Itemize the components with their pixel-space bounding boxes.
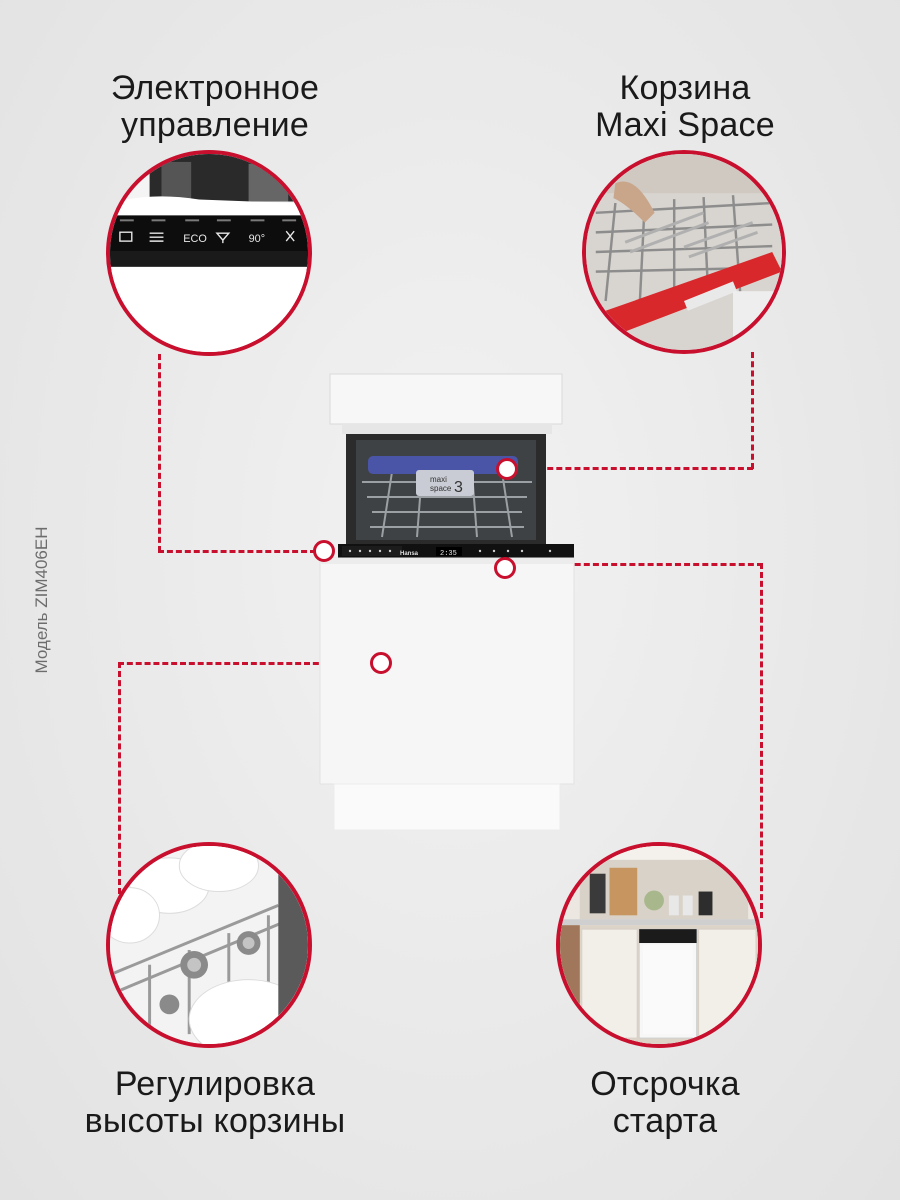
zoom-maxi-space-basket [582,150,786,354]
control-panel-closeup: ECO 90° [110,154,308,352]
caption-line: Регулировка [114,1065,316,1103]
caption-basket-height-adjust: Регулировка высоты корзины [40,1066,390,1140]
zoom-basket-height [106,842,312,1048]
panel-display: 2:35 [440,550,457,558]
caption-maxi-space-basket: Корзина Maxi Space [540,70,830,144]
connector-line [520,467,753,470]
connector-line [520,563,763,566]
caption-line: управление [121,106,309,144]
height-adjust-closeup [110,846,308,1044]
caption-line: Электронное [110,69,320,107]
connector-line [760,563,763,918]
brand-logo: Hansa [400,551,419,557]
kitchen-closeup [560,846,758,1044]
caption-electronic-control: Электронное управление [60,70,370,144]
connector-line [158,550,316,553]
hotspot-basket-height[interactable] [370,652,392,674]
basket-badge-text: maxi [430,475,447,484]
eco-label: ECO [183,233,207,245]
dishwasher-image: maxi space 3 Hansa 2:35 [312,372,582,842]
hotspot-basket[interactable] [496,458,518,480]
caption-line: старта [612,1102,718,1140]
caption-line: Maxi Space [595,106,775,144]
dishwasher-illustration: maxi space 3 Hansa 2:35 [319,373,575,831]
basket-badge-number: 3 [454,479,463,496]
connector-line [118,662,372,665]
connector-line [158,354,161,552]
model-label: Модель ZIM406EH [32,526,51,674]
zoom-delayed-start [556,842,762,1048]
connector-line [751,352,754,469]
caption-delayed-start: Отсрочка старта [520,1066,810,1140]
basket-closeup [586,154,782,350]
hotspot-delay-start[interactable] [494,557,516,579]
caption-line: Отсрочка [590,1065,740,1103]
caption-line: Корзина [619,69,751,107]
zoom-electronic-controls: ECO 90° [106,150,312,356]
hotspot-controls[interactable] [313,540,335,562]
connector-line [118,662,121,894]
temp-label: 90° [249,233,265,245]
caption-line: высоты корзины [84,1102,346,1140]
basket-badge-text: space [430,484,452,493]
